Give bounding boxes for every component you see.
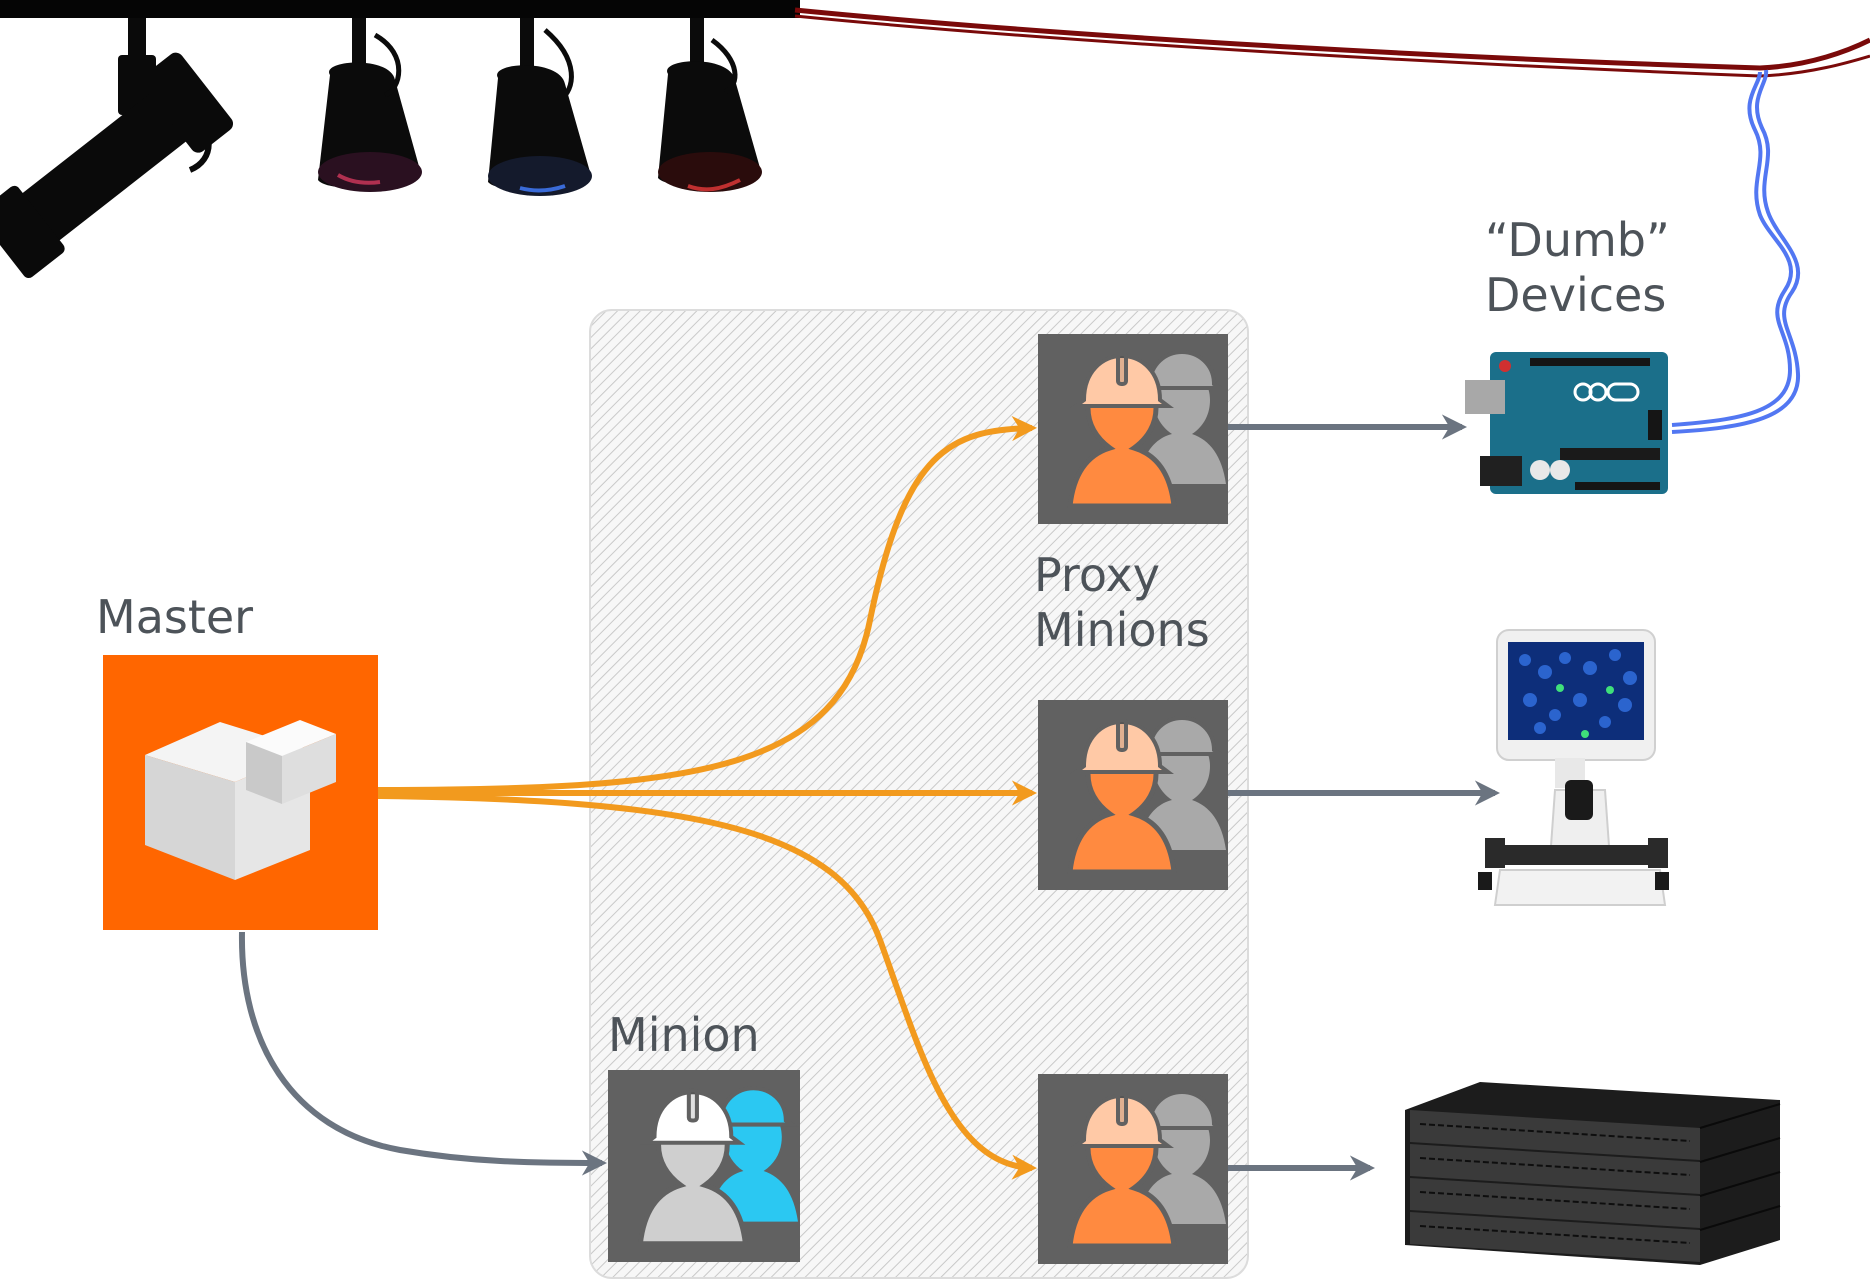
arrow-to-proxy-top (377, 415, 1038, 793)
proxy-to-device-arrows (1228, 414, 1501, 1181)
proxy-minions-label: Proxy Minions (1034, 548, 1210, 657)
proxy-minion-bottom (1038, 1074, 1228, 1264)
proxy-minion-workers-icon (1067, 1089, 1227, 1249)
microscope-icon (1478, 629, 1669, 906)
stage-lights-icon (0, 0, 800, 279)
arduino-board-icon (1465, 352, 1668, 494)
arrow-to-proxy-bottom (377, 793, 1038, 1180)
master-to-proxy-arrows (377, 415, 1038, 1180)
salt-master-cube-icon (103, 655, 378, 930)
proxy-minion-workers-icon (1067, 349, 1227, 509)
minion-workers-icon (637, 1086, 799, 1247)
dumb-devices-label: “Dumb” Devices (1485, 213, 1670, 322)
proxy-minion-middle (1038, 700, 1228, 890)
proxy-minion-workers-icon (1067, 715, 1227, 875)
network-switch-stack-icon (1405, 1082, 1781, 1265)
minion-node (608, 1070, 800, 1262)
dmx-cable (794, 7, 1870, 78)
arrow-master-to-minion (238, 931, 608, 1176)
usb-cable (1671, 69, 1801, 434)
proxy-minion-top (1038, 334, 1228, 524)
master-label: Master (96, 590, 254, 644)
minion-label: Minion (608, 1008, 760, 1062)
arrow-to-proxy-middle (377, 780, 1038, 806)
